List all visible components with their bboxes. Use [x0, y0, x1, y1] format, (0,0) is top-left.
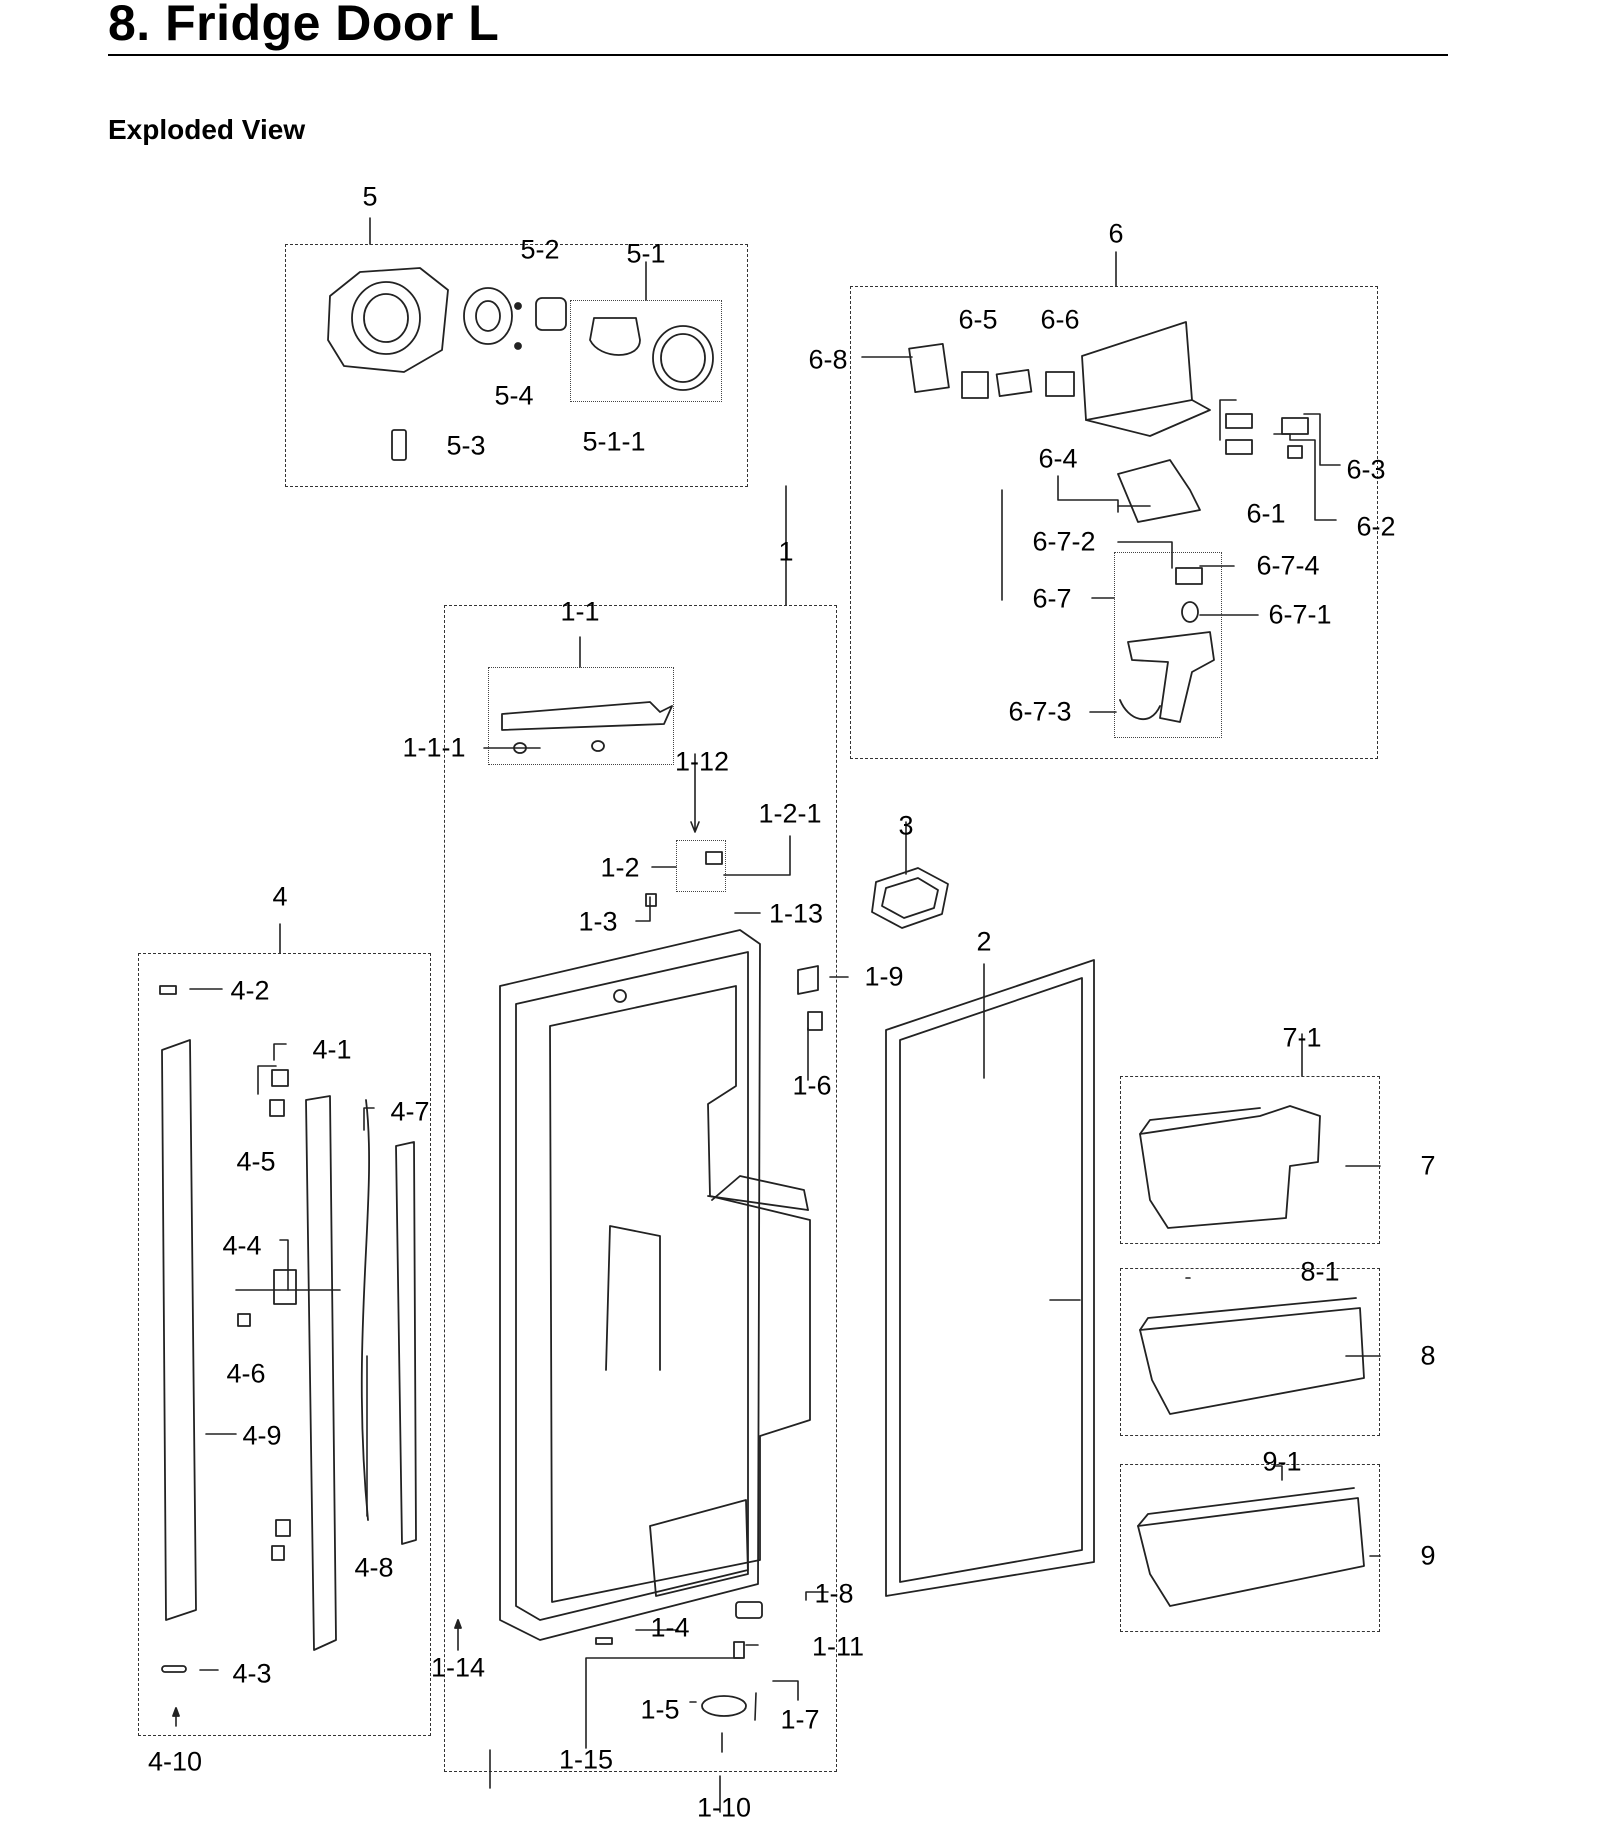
section-subtitle: Exploded View [108, 114, 306, 145]
callout-1-15: 1-15 [558, 1744, 614, 1775]
group-box-1 [444, 605, 837, 1772]
callout-6-2: 6-2 [1356, 511, 1396, 542]
callout-6-1: 6-1 [1246, 498, 1286, 529]
callout-1-9: 1-9 [864, 961, 904, 992]
door-frame-parts [159, 985, 417, 1717]
callout-8-1: 8-1 [1300, 1256, 1340, 1287]
group-box-6-7 [1114, 552, 1222, 738]
callout-1-4: 1-4 [650, 1612, 690, 1643]
callout-6-8: 6-8 [808, 344, 848, 375]
callout-9: 9 [1420, 1540, 1436, 1571]
callout-4-9: 4-9 [242, 1420, 282, 1451]
callout-1-11: 1-11 [811, 1631, 865, 1662]
group-box-6 [850, 286, 1378, 759]
callout-4: 4 [272, 881, 288, 912]
door-liner-parts [454, 701, 823, 1717]
group-box-9 [1120, 1464, 1380, 1632]
callout-6: 6 [1108, 218, 1124, 249]
dispenser-panel-parts [908, 321, 1309, 723]
callout-2: 2 [976, 926, 992, 957]
callout-6-7-1: 6-7-1 [1268, 599, 1332, 630]
callout-4-3: 4-3 [232, 1658, 272, 1689]
callout-4-1: 4-1 [312, 1034, 352, 1065]
callout-6-4: 6-4 [1038, 443, 1078, 474]
water-filter-ring [871, 867, 949, 929]
page-title: 8. Fridge Door L [108, 0, 500, 51]
callout-7: 7 [1420, 1150, 1436, 1181]
callout-6-7-4: 6-7-4 [1256, 550, 1320, 581]
dispenser-motor-parts [327, 267, 714, 461]
title-rule [108, 54, 1448, 56]
callout-6-7-3: 6-7-3 [1008, 696, 1072, 727]
callout-1-2-1: 1-2-1 [758, 798, 822, 829]
callout-5-3: 5-3 [446, 430, 486, 461]
callout-1-1: 1-1 [560, 596, 600, 627]
callout-6-7-2: 6-7-2 [1032, 526, 1096, 557]
group-box-7 [1120, 1076, 1380, 1244]
callout-1: 1 [778, 536, 794, 567]
group-box-8 [1120, 1268, 1380, 1436]
callout-1-12: 1-12 [674, 746, 730, 777]
callout-1-2: 1-2 [600, 852, 640, 883]
callout-4-7: 4-7 [390, 1096, 430, 1127]
callout-4-2: 4-2 [230, 975, 270, 1006]
group-box-1-2 [676, 840, 726, 892]
callout-5: 5 [362, 181, 378, 212]
callout-1-10: 1-10 [696, 1792, 752, 1823]
group-box-5 [285, 244, 748, 487]
callout-4-6: 4-6 [226, 1358, 266, 1389]
callout-1-1-1: 1-1-1 [402, 732, 466, 763]
callout-1-3: 1-3 [578, 906, 618, 937]
callout-1-6: 1-6 [792, 1070, 832, 1101]
callout-7-1: 7-1 [1282, 1022, 1322, 1053]
door-gasket [885, 959, 1095, 1597]
group-box-4 [138, 953, 431, 1736]
callout-4-5: 4-5 [236, 1146, 276, 1177]
callout-5-1: 5-1 [626, 238, 666, 269]
callout-6-7: 6-7 [1032, 583, 1072, 614]
callout-1-14: 1-14 [430, 1652, 486, 1683]
callout-4-4: 4-4 [222, 1230, 262, 1261]
callout-6-6: 6-6 [1040, 304, 1080, 335]
callout-3: 3 [898, 810, 914, 841]
callout-9-1: 9-1 [1262, 1446, 1302, 1477]
callout-5-1-1: 5-1-1 [582, 426, 646, 457]
callout-1-5: 1-5 [640, 1694, 680, 1725]
callout-6-5: 6-5 [958, 304, 998, 335]
group-box-1-1 [488, 667, 674, 765]
callout-1-8: 1-8 [814, 1578, 854, 1609]
callout-4-10: 4-10 [147, 1746, 203, 1777]
callout-6-3: 6-3 [1346, 454, 1386, 485]
leader-lines [175, 217, 1381, 1813]
callout-8: 8 [1420, 1340, 1436, 1371]
door-bins [1137, 1105, 1365, 1607]
callout-5-2: 5-2 [520, 234, 560, 265]
callout-5-4: 5-4 [494, 380, 534, 411]
callout-1-7: 1-7 [780, 1704, 820, 1735]
callout-1-13: 1-13 [768, 898, 824, 929]
callout-4-8: 4-8 [354, 1552, 394, 1583]
